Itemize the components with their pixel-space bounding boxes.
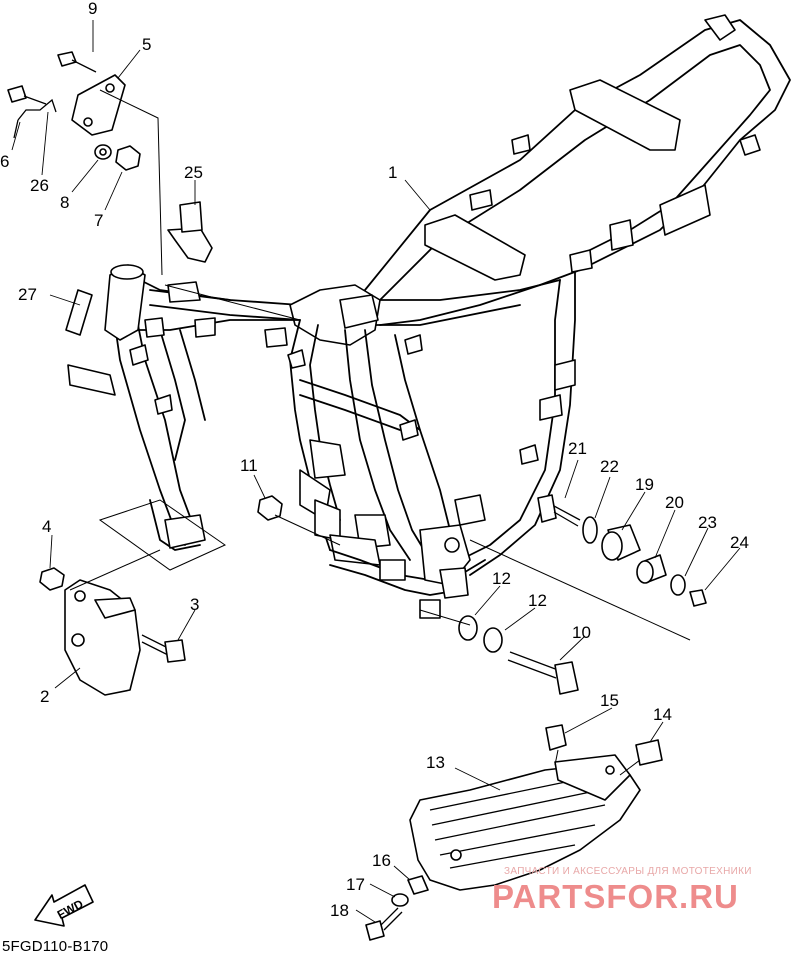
callout-9: 9 [88, 0, 97, 18]
callout-25: 25 [184, 163, 203, 182]
callout-8: 8 [60, 193, 69, 212]
callout-20: 20 [665, 493, 684, 512]
callout-16: 16 [372, 851, 391, 870]
cable-clip [167, 227, 213, 263]
callout-10: 10 [572, 623, 591, 642]
diagram-code: 5FGD110-B170 [2, 938, 109, 955]
callout-7: 7 [94, 211, 103, 230]
callout-17: 17 [346, 875, 365, 894]
callout-1: 1 [388, 163, 397, 182]
callout-2: 2 [40, 687, 49, 706]
leader-lines [11, 20, 741, 923]
nut [257, 495, 283, 521]
callout-6: 6 [0, 152, 9, 171]
bolt [57, 51, 77, 67]
callout-labels: 9 5 6 26 8 7 25 27 1 11 4 3 2 21 22 19 2… [0, 0, 749, 920]
callout-13: 13 [426, 753, 445, 772]
callout-12-a: 12 [492, 569, 511, 588]
callout-4: 4 [42, 517, 51, 536]
callout-22: 22 [600, 457, 619, 476]
main-frame [67, 14, 791, 619]
label-plate [65, 289, 93, 336]
callout-18: 18 [330, 901, 349, 920]
callout-27: 27 [18, 285, 37, 304]
watermark-tagline: ЗАПЧАСТИ И АКСЕССУАРЫ ДЛЯ МОТОТЕХНИКИ [504, 866, 752, 877]
callout-14: 14 [653, 705, 672, 724]
callout-5: 5 [142, 35, 151, 54]
fwd-arrow [34, 884, 94, 927]
callout-23: 23 [698, 513, 717, 532]
callout-26: 26 [30, 176, 49, 195]
callout-15: 15 [600, 691, 619, 710]
callout-12-b: 12 [528, 591, 547, 610]
watermark-brand: PARTSFOR.RU [492, 878, 739, 915]
callout-24: 24 [730, 533, 749, 552]
reference-lines [99, 89, 163, 276]
callout-11: 11 [240, 456, 258, 475]
callout-21: 21 [568, 439, 587, 458]
callout-3: 3 [190, 595, 199, 614]
callout-19: 19 [635, 475, 654, 494]
bracket-plate [71, 74, 126, 136]
